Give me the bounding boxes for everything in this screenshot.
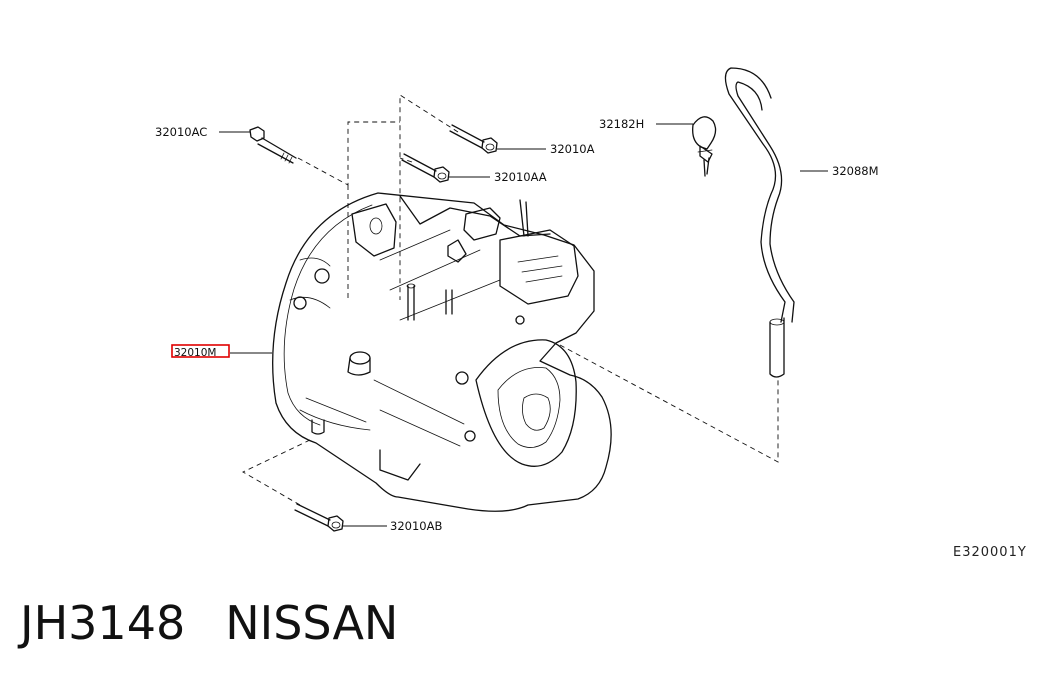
callout-32010M[interactable]: 32010M [174, 347, 216, 359]
manual-transaxle-assembly-icon [272, 192, 612, 512]
part-code: JH3148 [20, 596, 186, 650]
assembly-guide-lines [242, 94, 779, 506]
brand-name: NISSAN [225, 596, 399, 650]
callout-32010AA[interactable]: 32010AA [494, 170, 547, 184]
figure-reference-code: E320001Y [953, 545, 1027, 560]
page-caption: JH3148 NISSAN [20, 596, 438, 650]
leader-lines [219, 123, 828, 527]
callout-32182H[interactable]: 32182H [599, 117, 644, 131]
bolt-32010AA-icon [401, 153, 450, 183]
clamp-32182H-icon [692, 116, 717, 177]
callout-32010AB[interactable]: 32010AB [390, 519, 442, 533]
callout-32010M-highlight [171, 344, 230, 358]
bolt-32010AC-icon [249, 126, 297, 164]
callout-32088M[interactable]: 32088M [832, 164, 879, 178]
bolt-32010A-icon [449, 124, 498, 154]
breather-tube-32088M-icon [724, 67, 795, 378]
bolt-32010AB-icon [294, 503, 344, 532]
callout-32010A[interactable]: 32010A [550, 142, 595, 156]
callout-32010AC[interactable]: 32010AC [155, 125, 207, 139]
